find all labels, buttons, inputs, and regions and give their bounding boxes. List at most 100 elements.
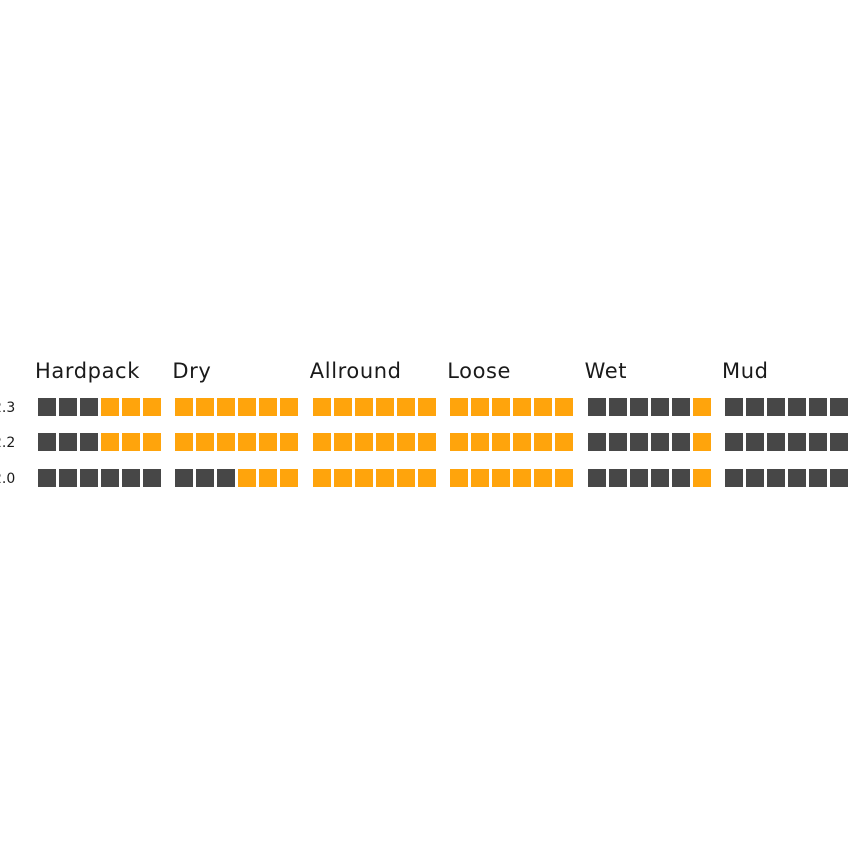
cell-2-0-wet-1-empty [587,469,606,487]
cell-2-0-dry-5-filled [259,469,278,487]
cell-2-2-dry-6-filled [280,433,299,451]
cell-2-3-hardpack-2-empty [59,398,77,416]
cell-2-0-dry-6-filled [280,469,299,487]
cell-2-2-mud-2-empty [746,433,764,451]
cell-2-2-dry-3-filled [217,433,236,451]
cell-2-2-hardpack-6-filled [143,433,161,451]
cell-2-2-mud-5-empty [809,433,827,451]
cell-2-2-wet-4-empty [650,433,669,451]
header-dry: Dry [172,359,212,383]
cell-2-3-mud-3-empty [767,398,785,416]
cell-2-2-wet-5-empty [671,433,690,451]
header-wet: Wet [584,359,628,383]
cell-2-3-wet-3-empty [629,398,648,416]
cell-2-2-loose-5-filled [534,433,553,451]
cell-2-3-mud-4-empty [788,398,806,416]
cell-2-2-wet-2-empty [608,433,627,451]
cell-2-0-mud-2-empty [746,469,764,487]
cell-2-2-mud-1-empty [725,433,743,451]
cell-2-0-hardpack-3-empty [80,469,98,487]
cell-2-3-dry-6-filled [280,398,299,416]
cell-2-3-dry-5-filled [259,398,278,416]
cell-2-2-mud-3-empty [767,433,785,451]
cell-2-2-allround-5-filled [396,433,415,451]
cell-2-2-allround-6-filled [417,433,436,451]
cell-2-3-allround-3-filled [354,398,373,416]
cell-2-0-allround-4-filled [375,469,394,487]
row-label-2-0: 2.0 [0,471,16,487]
cell-2-2-hardpack-1-empty [38,433,56,451]
cell-2-2-allround-1-filled [312,433,331,451]
cell-2-3-dry-3-filled [217,398,236,416]
cell-2-2-dry-5-filled [259,433,278,451]
cell-2-0-wet-3-empty [629,469,648,487]
cell-2-2-hardpack-3-empty [80,433,98,451]
cell-2-3-dry-1-filled [175,398,194,416]
cell-2-0-allround-3-filled [354,469,373,487]
cell-2-3-hardpack-3-empty [80,398,98,416]
cell-2-2-loose-3-filled [492,433,511,451]
cell-2-3-mud-6-empty [830,398,848,416]
row-label-2-3: 2.3 [0,400,16,416]
cell-2-0-wet-4-empty [650,469,669,487]
cell-2-3-mud-1-empty [725,398,743,416]
cell-2-2-hardpack-5-filled [122,433,140,451]
cell-2-2-dry-1-filled [175,433,194,451]
cell-2-3-wet-5-empty [671,398,690,416]
cell-2-0-mud-1-empty [725,469,743,487]
cell-2-3-wet-6-filled [692,398,711,416]
cell-2-2-wet-3-empty [629,433,648,451]
cell-2-3-wet-4-empty [650,398,669,416]
cell-2-0-mud-3-empty [767,469,785,487]
cell-2-3-hardpack-6-filled [143,398,161,416]
cell-2-0-allround-5-filled [396,469,415,487]
cell-2-0-hardpack-4-empty [101,469,119,487]
cell-2-2-loose-2-filled [471,433,490,451]
cell-2-3-hardpack-5-filled [122,398,140,416]
cell-2-2-hardpack-4-filled [101,433,119,451]
header-loose: Loose [447,359,512,383]
cell-2-3-allround-1-filled [312,398,331,416]
cell-2-0-loose-3-filled [492,469,511,487]
cell-2-0-wet-6-filled [692,469,711,487]
cell-2-2-mud-4-empty [788,433,806,451]
cell-2-0-allround-2-filled [333,469,352,487]
cell-2-3-dry-4-filled [238,398,257,416]
cell-2-0-dry-1-empty [175,469,194,487]
cell-2-3-allround-2-filled [333,398,352,416]
cell-2-0-dry-2-empty [196,469,215,487]
cell-2-3-loose-2-filled [471,398,490,416]
cell-2-0-loose-4-filled [513,469,532,487]
cell-2-0-loose-1-filled [450,469,469,487]
cell-2-3-hardpack-4-filled [101,398,119,416]
cell-2-0-hardpack-1-empty [38,469,56,487]
cell-2-3-loose-6-filled [555,398,574,416]
cell-2-3-dry-2-filled [196,398,215,416]
cell-2-0-mud-4-empty [788,469,806,487]
cell-2-0-mud-6-empty [830,469,848,487]
cell-2-3-mud-5-empty [809,398,827,416]
cell-2-3-allround-5-filled [396,398,415,416]
row-label-2-2: 2.2 [0,435,16,451]
cell-2-0-loose-2-filled [471,469,490,487]
cell-2-2-dry-2-filled [196,433,215,451]
cell-2-2-loose-6-filled [555,433,574,451]
cell-2-0-dry-4-filled [238,469,257,487]
cell-2-3-loose-4-filled [513,398,532,416]
cell-2-0-hardpack-6-empty [143,469,161,487]
cell-2-3-loose-5-filled [534,398,553,416]
cell-2-2-allround-2-filled [333,433,352,451]
cell-2-0-hardpack-2-empty [59,469,77,487]
cell-2-3-allround-4-filled [375,398,394,416]
cell-2-2-allround-4-filled [375,433,394,451]
cell-2-3-allround-6-filled [417,398,436,416]
cell-2-3-loose-1-filled [450,398,469,416]
cell-2-0-hardpack-5-empty [122,469,140,487]
cell-2-2-hardpack-2-empty [59,433,77,451]
cell-2-0-wet-2-empty [608,469,627,487]
cell-2-0-dry-3-empty [217,469,236,487]
cell-2-0-wet-5-empty [671,469,690,487]
cell-2-3-wet-1-empty [587,398,606,416]
header-mud: Mud [722,359,769,383]
